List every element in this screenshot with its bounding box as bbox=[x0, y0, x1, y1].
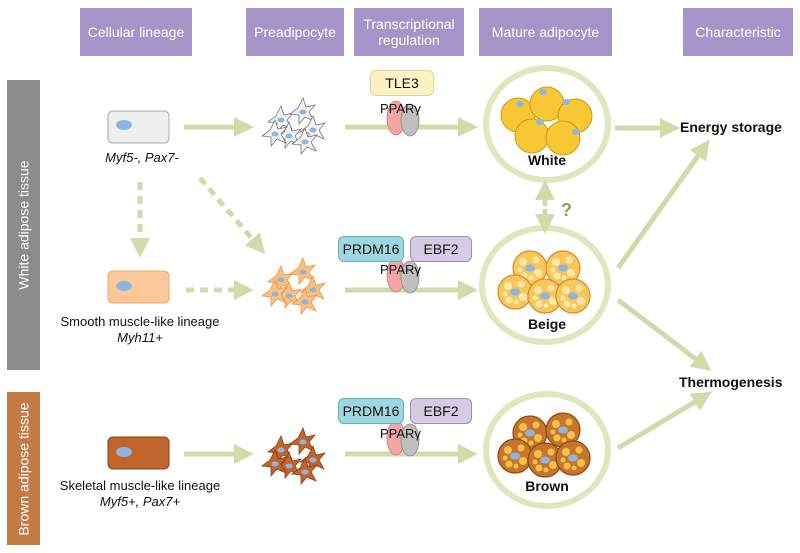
tf-prdm16-brown: PRDM16 bbox=[338, 398, 404, 424]
tf-ebf2-beige: EBF2 bbox=[410, 236, 472, 262]
mature-brown-adipocyte bbox=[483, 391, 611, 509]
preadipocyte-brown-cluster bbox=[261, 427, 326, 485]
header-cellular-lineage: Cellular lineage bbox=[80, 8, 192, 56]
label-skeletal-muscle-lineage: Skeletal muscle-like lineage bbox=[59, 478, 221, 493]
label-white: White bbox=[527, 152, 567, 168]
tf-ebf2-brown: EBF2 bbox=[410, 398, 472, 424]
label-pparg-beige: PPARγ bbox=[380, 262, 421, 277]
pparg-complex-brown bbox=[386, 420, 420, 457]
label-pparg-white: PPARγ bbox=[380, 101, 421, 116]
header-preadipocyte: Preadipocyte bbox=[246, 8, 344, 56]
interconversion-question-mark: ? bbox=[561, 200, 572, 220]
side-bar-white-adipose: White adipose tissue bbox=[7, 80, 40, 370]
preadipocyte-beige-cluster bbox=[261, 257, 326, 315]
arrow-beige-energy bbox=[615, 139, 710, 270]
side-bar-brown-adipose: Brown adipose tissue bbox=[7, 392, 40, 545]
header-characteristic: Characteristic bbox=[683, 8, 793, 56]
header-mature-adipocyte: Mature adipocyte bbox=[479, 8, 612, 56]
header-transcriptional-regulation: Transcriptional regulation bbox=[354, 8, 464, 56]
arrow-beige-thermo bbox=[616, 298, 712, 371]
mature-white-adipocyte bbox=[483, 65, 611, 183]
arrow-brown-thermo bbox=[616, 391, 712, 451]
pparg-complex-white bbox=[386, 100, 420, 137]
label-myh11: Myh11+ bbox=[117, 330, 163, 345]
label-brown: Brown bbox=[525, 478, 569, 494]
lineage-cell-skeletal-muscle bbox=[107, 436, 170, 470]
label-smooth-muscle-lineage: Smooth muscle-like lineage bbox=[60, 314, 220, 329]
label-myf5-negative: Myf5-, Pax7- bbox=[105, 150, 179, 165]
label-thermogenesis: Thermogenesis bbox=[679, 374, 783, 390]
pparg-complex-beige bbox=[386, 257, 420, 294]
tf-tle3: TLE3 bbox=[370, 70, 434, 96]
label-pparg-brown: PPARγ bbox=[380, 426, 421, 441]
label-energy-storage: Energy storage bbox=[680, 119, 782, 135]
lineage-cell-smooth-muscle bbox=[107, 270, 170, 304]
lineage-cell-myf5-negative bbox=[107, 110, 170, 144]
tf-prdm16-beige: PRDM16 bbox=[338, 236, 404, 262]
arrow-dashed-diagonal bbox=[198, 176, 266, 255]
label-beige: Beige bbox=[527, 316, 567, 332]
label-myf5-positive: Myf5+, Pax7+ bbox=[99, 494, 181, 509]
preadipocyte-white-cluster bbox=[261, 97, 326, 155]
